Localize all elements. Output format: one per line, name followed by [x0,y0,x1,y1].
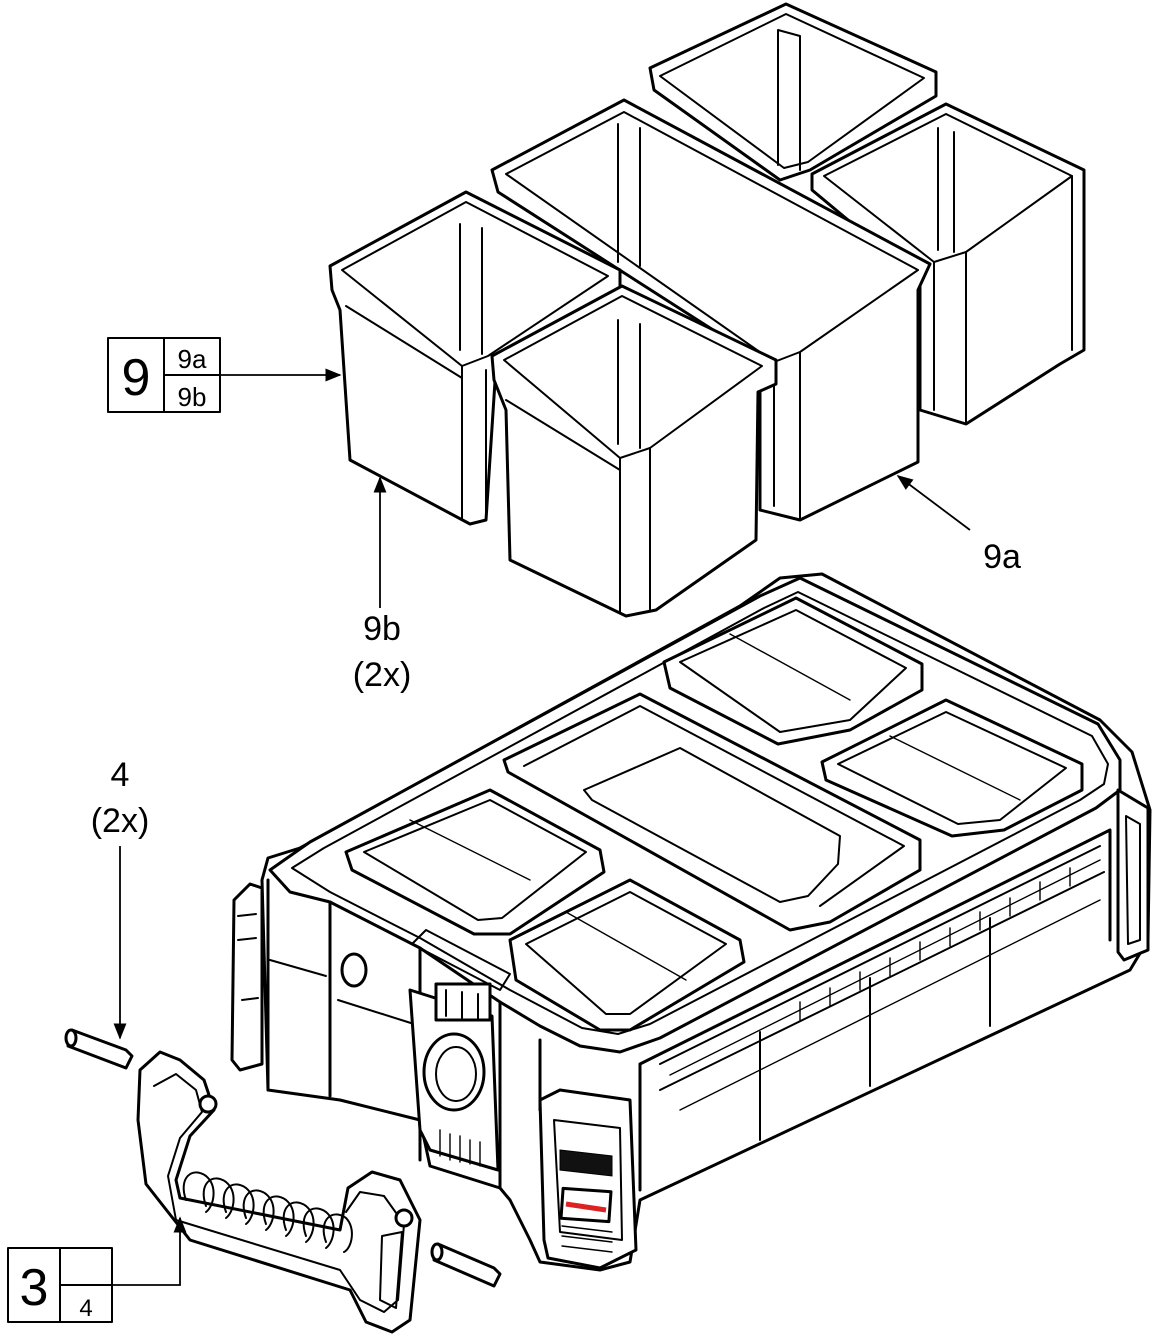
lid-compartment-right [820,698,1084,838]
hinge-pin-right [430,1242,502,1288]
lid-compartment-back [662,596,924,746]
handle-grip [182,1171,353,1253]
front-latch [408,982,500,1172]
bin-left-9b [328,190,622,526]
callout-main-9: 9 [122,349,151,407]
callout-sub-4: 4 [79,1295,92,1322]
label-9b-qty: (2x) [353,656,412,694]
callout-sub-9b: 9b [178,382,207,412]
side-ribs [799,867,1071,1021]
lid-compartment-small-left [344,788,606,936]
label-4-qty: (2x) [91,802,150,840]
carry-handle [136,1050,422,1334]
logo-latch [538,1088,638,1270]
callout-box-3: 3 4 [7,1247,113,1323]
callout-main-3: 3 [20,1259,49,1317]
callout-box-9: 9 9a 9b [107,337,221,413]
leader-9a [896,475,971,531]
callout-sub-9a: 9a [178,344,207,374]
label-9a: 9a [983,538,1021,576]
lid-compartment-large [502,692,922,932]
leader-3 [112,1216,187,1286]
hinge-pin-left [64,1028,134,1070]
label-9b: 9b [363,610,401,648]
lid-compartment-small-front [508,878,746,1032]
bin-right [810,102,1086,426]
right-latch [1116,788,1150,962]
label-4: 4 [111,756,130,794]
left-latch [230,882,264,1072]
bin-back [648,2,938,182]
bin-front-9b [490,284,778,618]
organizer-case [230,572,1152,1272]
